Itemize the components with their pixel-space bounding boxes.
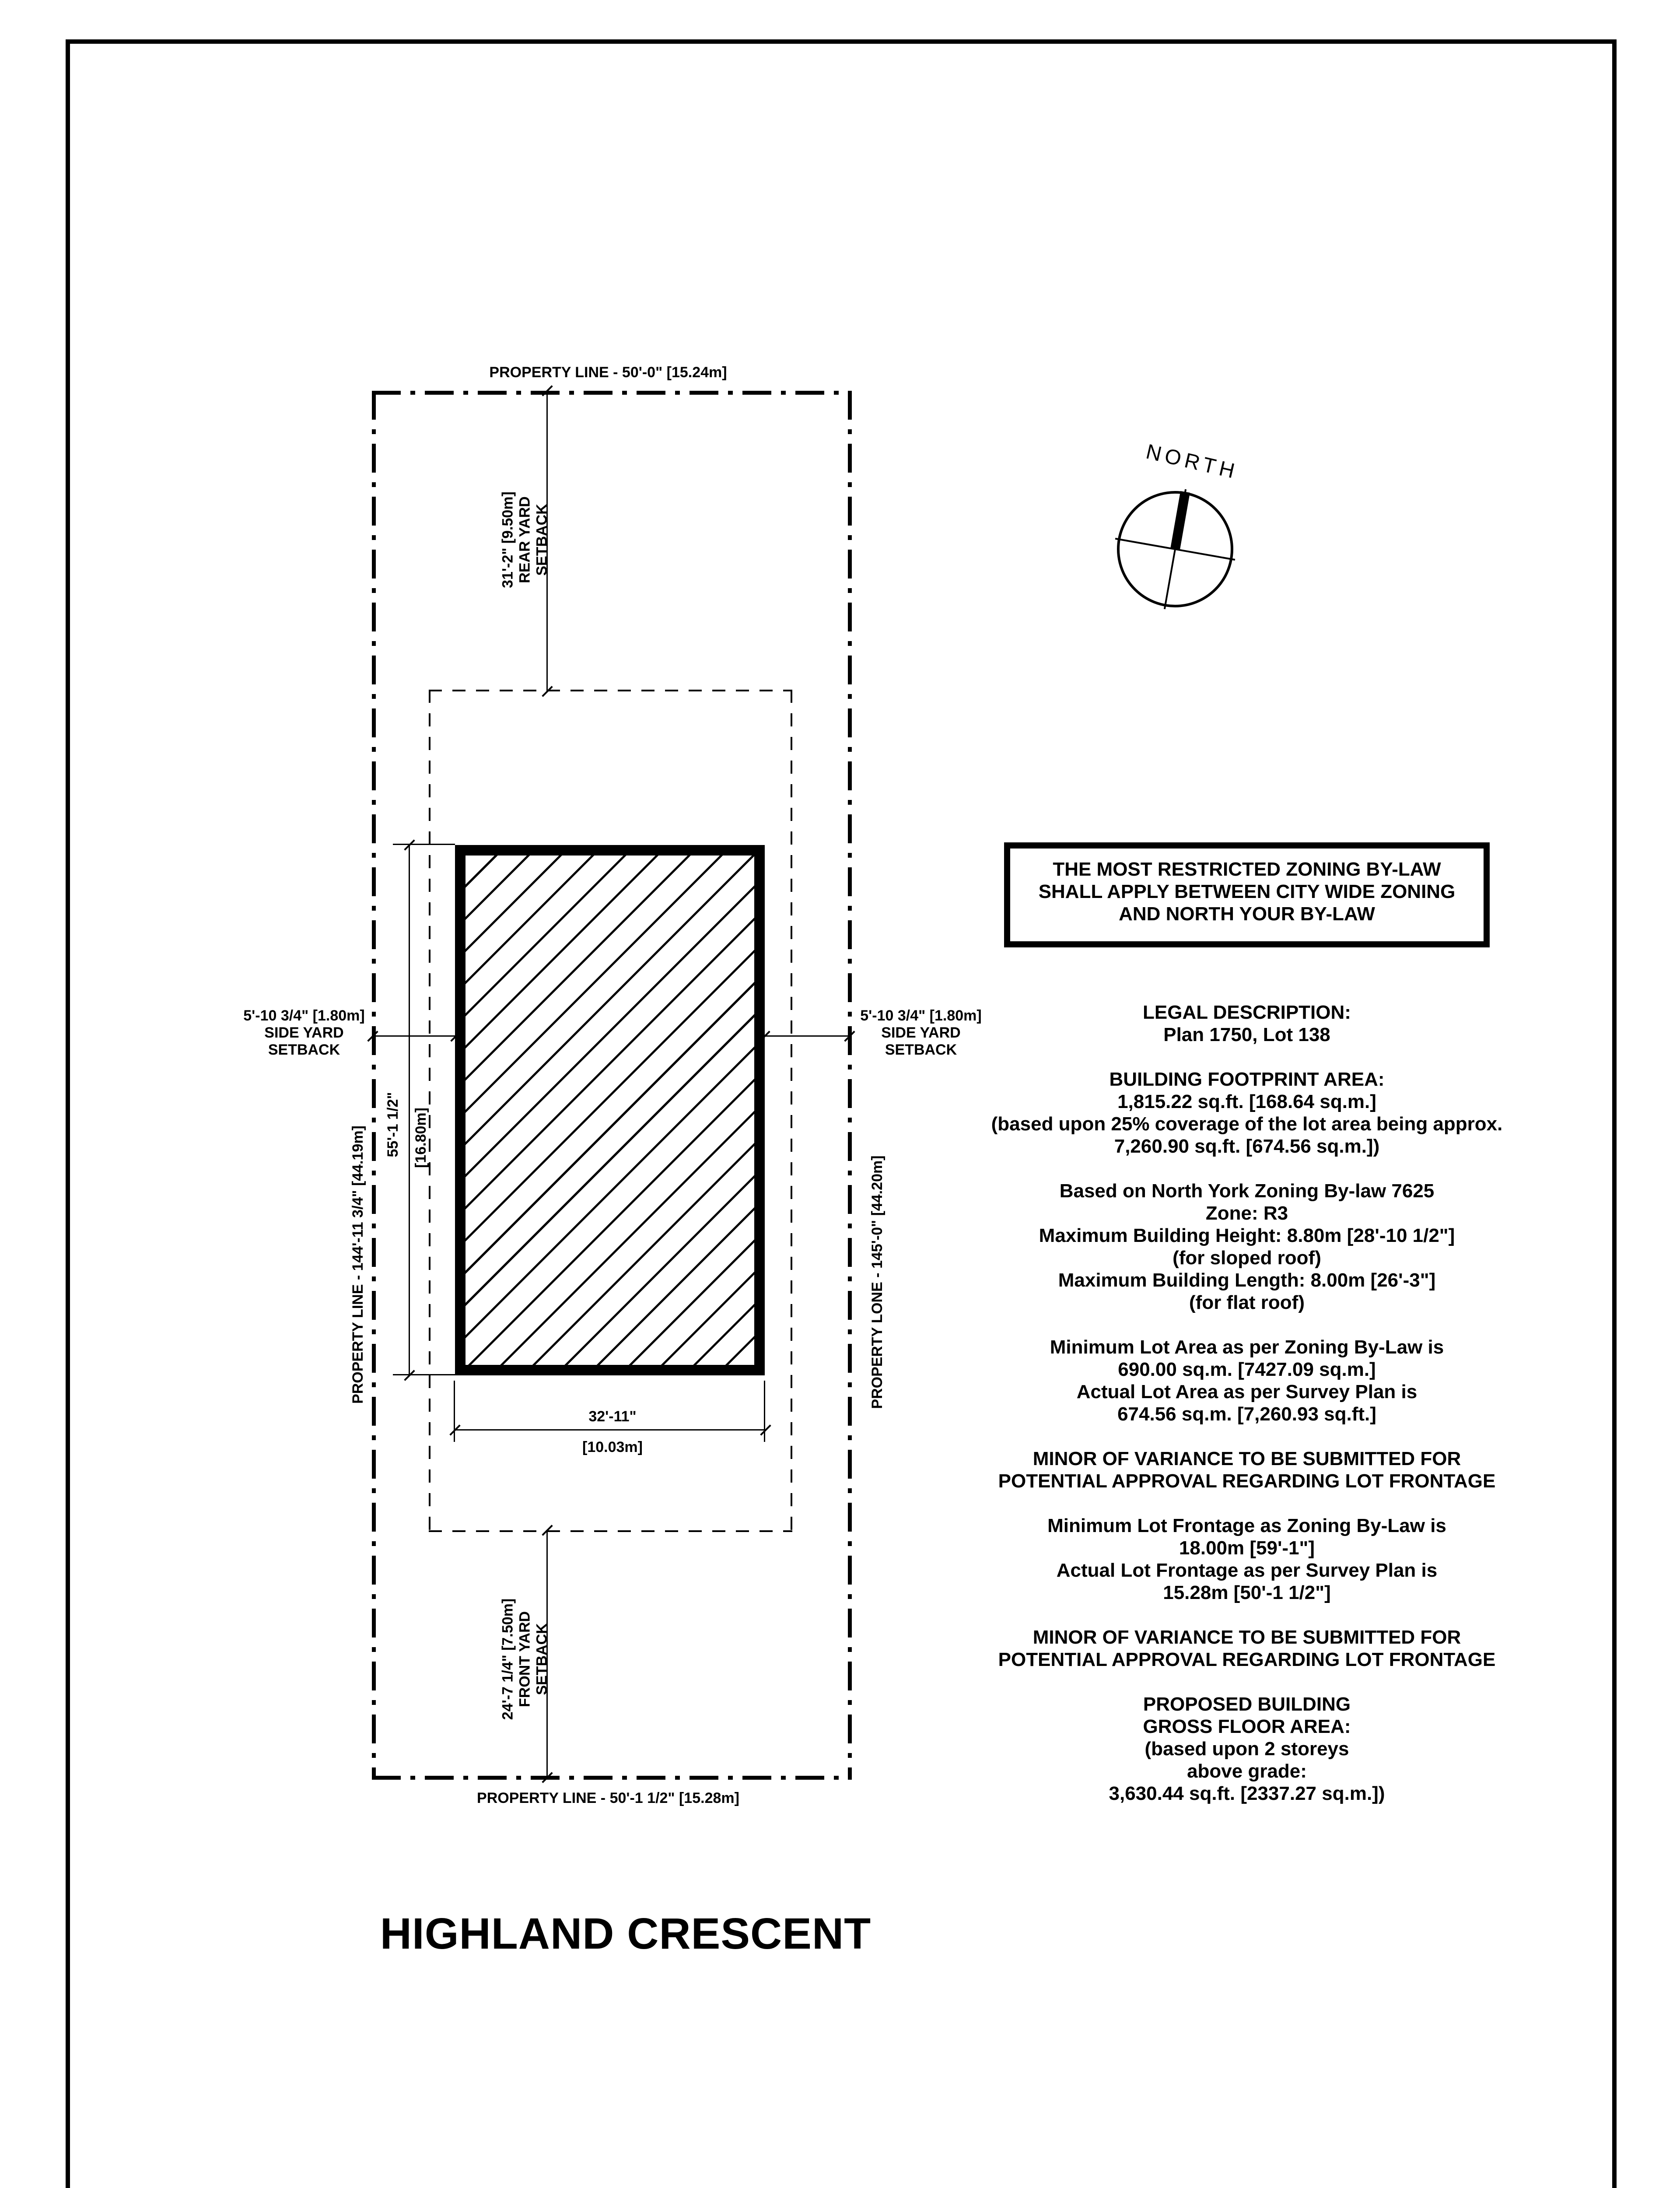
note-line: (for flat roof) xyxy=(1189,1292,1305,1313)
property-line-bottom xyxy=(372,1776,852,1780)
setback-line-right xyxy=(791,690,792,1532)
front-setback-dim: 24'-7 1/4" [7.50m] xyxy=(499,1598,516,1720)
note-line: Maximum Building Length: 8.00m [26'-3"] xyxy=(1058,1269,1436,1291)
property-line-top xyxy=(372,391,852,395)
note-line: (based upon 2 storeys xyxy=(1144,1738,1349,1760)
note-line: PROPOSED BUILDING xyxy=(1143,1694,1351,1715)
side-setback-left-dim-line xyxy=(373,1035,456,1037)
note-line: LEGAL DESCRIPTION: xyxy=(1143,1002,1351,1023)
note-block: Minimum Lot Area as per Zoning By-Law is… xyxy=(910,1336,1584,1425)
rear-setback-dim: 31'-2" [9.50m] xyxy=(499,491,516,588)
building-height-dim-line xyxy=(409,845,410,1375)
rear-setback-dim-line xyxy=(546,391,548,691)
zoning-bylaw-box-line: THE MOST RESTRICTED ZONING BY-LAW xyxy=(1053,859,1441,880)
note-line: POTENTIAL APPROVAL REGARDING LOT FRONTAG… xyxy=(998,1649,1496,1670)
note-line: GROSS FLOOR AREA: xyxy=(1143,1716,1351,1737)
building-width-dim-label-m: [10.03m] xyxy=(582,1439,643,1455)
front-setback-label: 24'-7 1/4" [7.50m] FRONT YARD SETBACK xyxy=(500,1567,551,1751)
note-block: BUILDING FOOTPRINT AREA:1,815.22 sq.ft. … xyxy=(910,1068,1584,1157)
property-line-left xyxy=(372,391,376,1780)
note-line: BUILDING FOOTPRINT AREA: xyxy=(1109,1069,1385,1090)
note-line: 18.00m [59'-1"] xyxy=(1179,1537,1315,1559)
building-footprint xyxy=(455,845,765,1375)
note-block: Minimum Lot Frontage as Zoning By-Law is… xyxy=(910,1515,1584,1604)
north-arrow-circle xyxy=(1117,491,1233,607)
note-line: MINOR OF VARIANCE TO BE SUBMITTED FOR xyxy=(1032,1448,1461,1469)
note-line: MINOR OF VARIANCE TO BE SUBMITTED FOR xyxy=(1032,1627,1461,1648)
note-line: Actual Lot Frontage as per Survey Plan i… xyxy=(1056,1560,1438,1581)
zoning-bylaw-box: THE MOST RESTRICTED ZONING BY-LAW SHALL … xyxy=(1004,842,1490,947)
extension-line xyxy=(764,1381,765,1442)
note-block: LEGAL DESCRIPTION:Plan 1750, Lot 138 xyxy=(910,1001,1584,1046)
note-line: Zone: R3 xyxy=(1205,1203,1288,1224)
side-setback-right-label: 5'-10 3/4" [1.80m] SIDE YARD SETBACK xyxy=(860,1007,982,1058)
property-line-top-label: PROPERTY LINE - 50'-0" [15.24m] xyxy=(489,364,727,381)
note-line: 7,260.90 sq.ft. [674.56 sq.m.]) xyxy=(1114,1136,1380,1157)
note-line: Plan 1750, Lot 138 xyxy=(1163,1024,1330,1045)
north-arrow xyxy=(1115,489,1236,610)
note-line: 1,815.22 sq.ft. [168.64 sq.m.] xyxy=(1117,1091,1376,1112)
note-line: (based upon 25% coverage of the lot area… xyxy=(991,1113,1503,1135)
note-line: Based on North York Zoning By-law 7625 xyxy=(1059,1180,1435,1202)
note-line: Maximum Building Height: 8.80m [28'-10 1… xyxy=(1039,1225,1455,1246)
building-height-dim-label-m: [16.80m] xyxy=(413,1108,429,1168)
property-line-left-label: PROPERTY LINE - 144'-11 3/4" [44.19m] xyxy=(350,1126,366,1404)
extension-line xyxy=(454,1381,455,1442)
note-line: above grade: xyxy=(1187,1760,1307,1782)
property-line-right xyxy=(848,391,852,1780)
extension-line xyxy=(393,1374,455,1375)
property-line-bottom-label: PROPERTY LINE - 50'-1 1/2" [15.28m] xyxy=(477,1790,739,1806)
side-setback-left-label: 5'-10 3/4" [1.80m] SIDE YARD SETBACK xyxy=(243,1007,365,1058)
note-line: 690.00 sq.m. [7427.09 sq.m.] xyxy=(1118,1359,1376,1380)
side-setback-right-dim-line xyxy=(765,1035,850,1037)
setback-line-top xyxy=(429,690,792,691)
note-line: Minimum Lot Frontage as Zoning By-Law is xyxy=(1047,1515,1446,1536)
page-border xyxy=(66,39,1617,2188)
rear-setback-label: 31'-2" [9.50m] REAR YARD SETBACK xyxy=(500,448,551,632)
front-setback-dim-line xyxy=(546,1530,548,1778)
setback-line-bottom xyxy=(429,1530,792,1532)
property-line-right-label: PROPERTY LONE - 145'-0" [44.20m] xyxy=(869,1155,886,1409)
extension-line xyxy=(393,844,455,845)
building-height-dim-label: 55'-1 1/2" xyxy=(385,1092,401,1157)
building-width-dim-label: 32'-11" xyxy=(588,1408,637,1425)
setback-line-left xyxy=(429,690,430,1532)
street-name: HIGHLAND CRESCENT xyxy=(380,1909,872,1958)
note-line: 3,630.44 sq.ft. [2337.27 sq.m.]) xyxy=(1109,1783,1385,1804)
note-line: 15.28m [50'-1 1/2"] xyxy=(1163,1582,1331,1603)
note-line: Minimum Lot Area as per Zoning By-Law is xyxy=(1050,1336,1444,1358)
building-width-dim-line xyxy=(455,1429,766,1431)
note-line: Actual Lot Area as per Survey Plan is xyxy=(1076,1381,1418,1403)
note-line: 674.56 sq.m. [7,260.93 sq.ft.] xyxy=(1117,1403,1376,1425)
note-line: (for sloped roof) xyxy=(1172,1247,1321,1269)
note-line: POTENTIAL APPROVAL REGARDING LOT FRONTAG… xyxy=(998,1470,1496,1492)
